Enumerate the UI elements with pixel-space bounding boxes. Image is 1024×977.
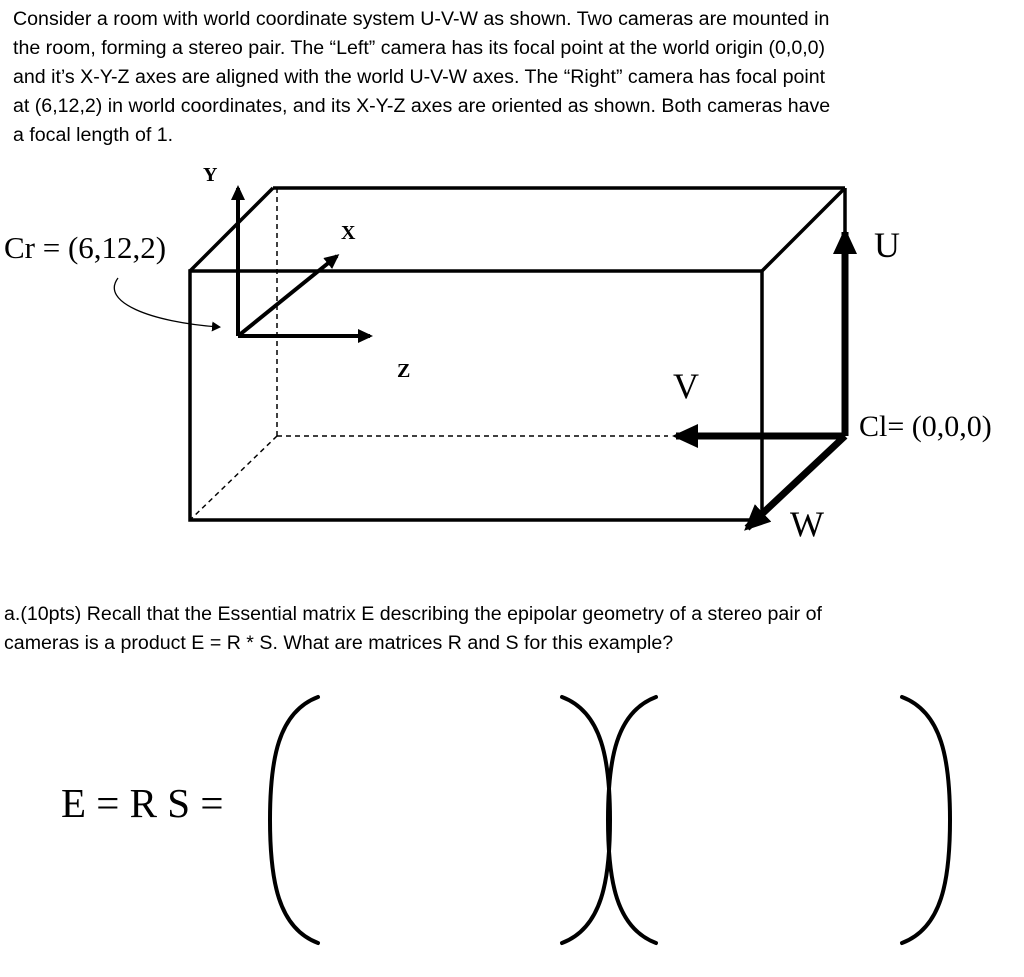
- question-text: a.(10pts) Recall that the Essential matr…: [4, 600, 822, 658]
- u-axis-label: U: [874, 225, 900, 265]
- left-bracket: [605, 695, 658, 945]
- statement-line: and it’s X-Y-Z axes are aligned with the…: [13, 66, 826, 88]
- left-camera-label: Cl= (0,0,0): [859, 410, 992, 443]
- w-axis-label: W: [790, 504, 824, 544]
- left-bracket: [267, 695, 320, 945]
- statement-line: the room, forming a stereo pair. The “Le…: [13, 37, 826, 59]
- v-axis-label: V: [673, 366, 699, 406]
- problem-statement: Consider a room with world coordinate sy…: [13, 5, 830, 150]
- right-camera-label: Cr = (6,12,2): [4, 230, 166, 265]
- z-axis-label: Z: [397, 360, 410, 382]
- right-bracket: [560, 695, 613, 945]
- statement-line: at (6,12,2) in world coordinates, and it…: [13, 95, 831, 117]
- statement-line: a focal length of 1.: [13, 124, 174, 146]
- equation-label: E = R S =: [61, 780, 223, 826]
- matrix-brackets: [267, 695, 953, 945]
- question-line: a.(10pts) Recall that the Essential matr…: [4, 603, 822, 625]
- x-axis-label: X: [341, 222, 356, 244]
- right-bracket: [900, 695, 953, 945]
- room-box: [188, 186, 847, 522]
- x-axis-arrow: [236, 254, 340, 338]
- world-axes: [672, 228, 857, 531]
- question-line: cameras is a product E = R * S. What are…: [4, 632, 674, 654]
- w-axis-arrow: [744, 433, 848, 531]
- statement-line: Consider a room with world coordinate sy…: [13, 8, 830, 30]
- camera-pointer-arrow: [113, 277, 221, 332]
- y-axis-label: Y: [203, 164, 218, 186]
- room-hidden-edges: [189, 188, 668, 521]
- right-camera-axes: [231, 185, 373, 343]
